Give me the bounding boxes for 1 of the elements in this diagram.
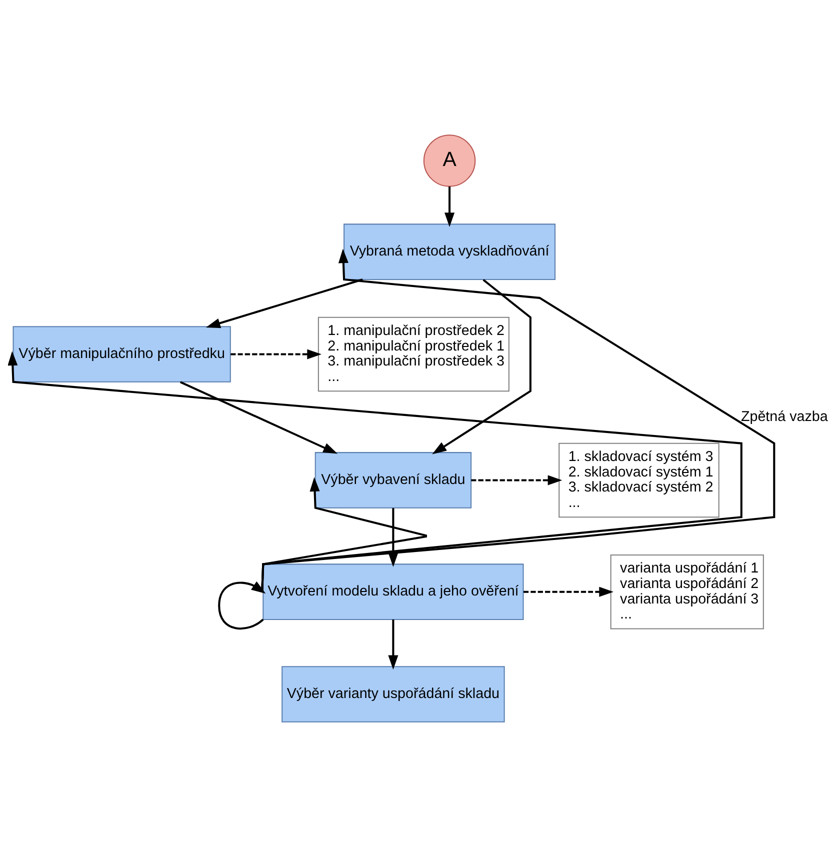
- edge-label: Zpětná vazba: [740, 408, 828, 425]
